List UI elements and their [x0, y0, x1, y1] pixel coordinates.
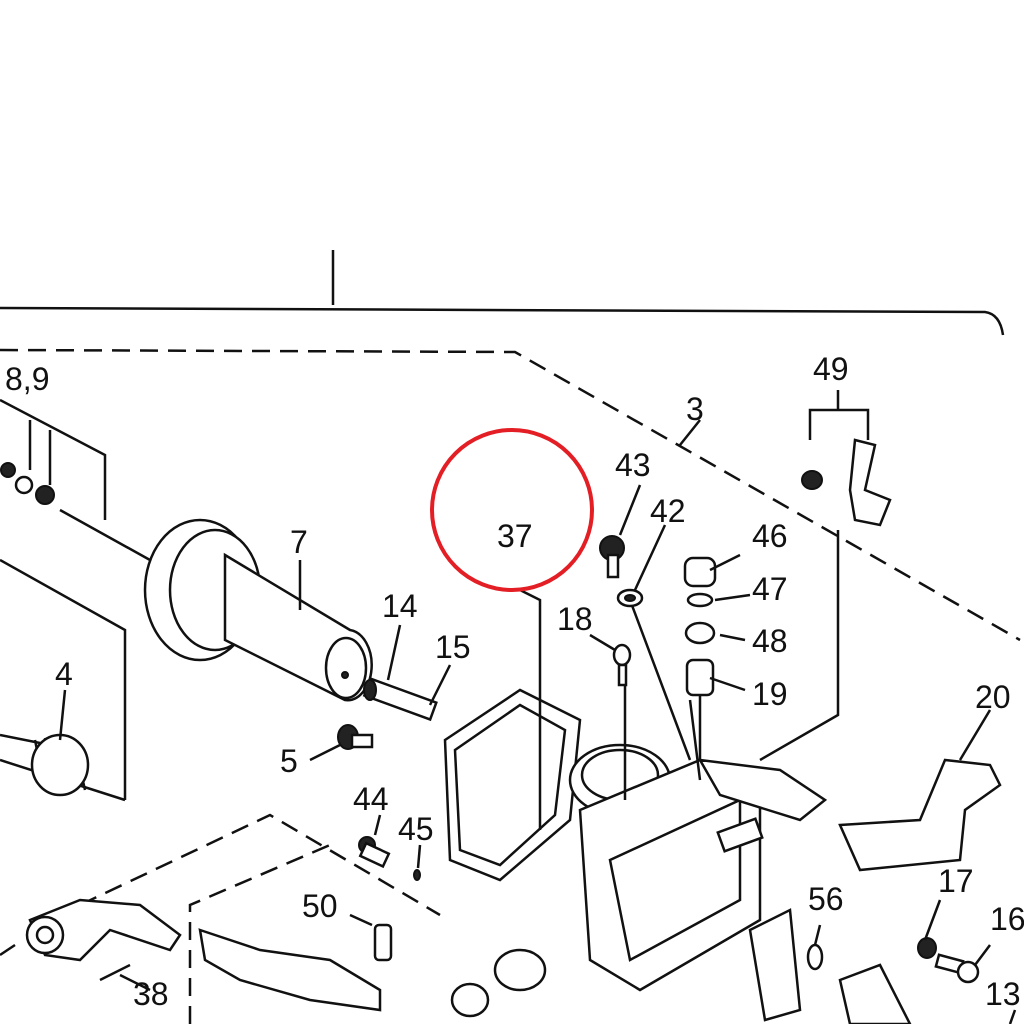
part-14-15-pin [362, 677, 438, 722]
label-7: 7 [290, 524, 308, 560]
label-3: 3 [686, 391, 704, 427]
label-4: 4 [55, 656, 73, 692]
label-47: 47 [752, 571, 788, 607]
part-8-9-rings [0, 398, 151, 802]
label-37: 37 [497, 518, 533, 554]
label-38: 38 [133, 976, 169, 1012]
dashed-boundary-top [0, 348, 1021, 642]
label-16: 16 [990, 901, 1024, 937]
label-5: 5 [280, 743, 298, 779]
assembly-bracket [0, 250, 1005, 336]
label-48: 48 [752, 623, 788, 659]
label-15: 15 [435, 629, 471, 665]
dashed-boundary-bottom [79, 813, 441, 1024]
label-13: 13 [985, 976, 1021, 1012]
label-45: 45 [398, 811, 434, 847]
lower-levers [0, 836, 980, 1024]
label-20: 20 [975, 679, 1011, 715]
highlight-circle [430, 428, 594, 592]
label-17: 17 [938, 863, 974, 899]
label-8-9: 8,9 [5, 361, 49, 397]
label-19: 19 [752, 676, 788, 712]
carburetor-body [443, 588, 828, 992]
label-43: 43 [615, 447, 651, 483]
label-44: 44 [353, 781, 389, 817]
part-7-diaphragm-sleeve [143, 518, 373, 702]
label-50: 50 [302, 888, 338, 924]
label-14: 14 [382, 588, 418, 624]
label-46: 46 [752, 518, 788, 554]
part-20-lever [838, 709, 1002, 872]
label-18: 18 [557, 601, 593, 637]
label-42: 42 [650, 493, 686, 529]
leader-lines [58, 419, 1017, 1024]
small-parts-group [599, 390, 892, 762]
label-56: 56 [808, 881, 844, 917]
label-49: 49 [813, 351, 849, 387]
part-5-screw [337, 724, 374, 750]
